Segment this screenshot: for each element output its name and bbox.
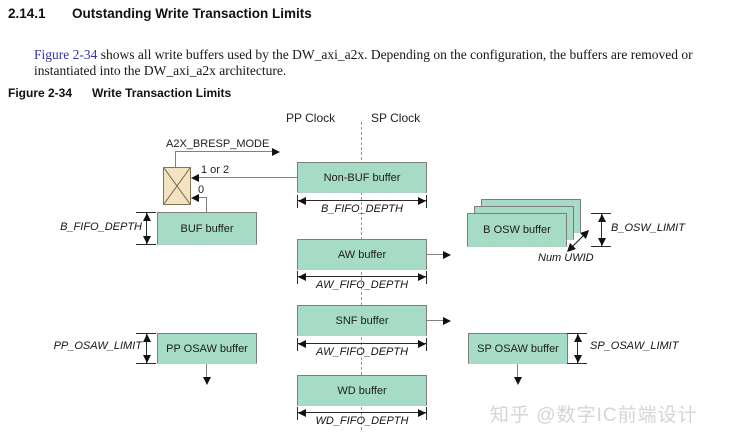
b-fifo-depth-label: B_FIFO_DEPTH — [321, 203, 403, 215]
sp-osaw-output-line — [517, 364, 518, 377]
sp-osaw-buffer-box: SP OSAW buffer — [468, 333, 568, 364]
section-number: 2.14.1 — [8, 6, 46, 21]
b-osw-limit-label: B_OSW_LIMIT — [611, 222, 685, 234]
num-uwid-diagonal-arrow-icon — [567, 230, 589, 252]
snf-output-line — [427, 320, 443, 321]
right-arrowhead-icon — [272, 148, 280, 156]
mux-x-icon — [164, 168, 190, 204]
body-text: shows all write buffers used by the DW_a… — [34, 46, 693, 79]
down-arrowhead-icon — [597, 238, 606, 246]
right-arrowhead-icon — [418, 408, 426, 417]
pp-osaw-limit-label: PP_OSAW_LIMIT — [53, 340, 142, 352]
left-arrowhead-icon — [191, 174, 199, 182]
mux-input0-line — [199, 197, 207, 198]
pp-osaw-limit-dimension — [136, 333, 156, 364]
pp-clock-label: PP Clock — [286, 111, 336, 125]
bresp-mux — [163, 167, 191, 205]
sp-osaw-buffer-label: SP OSAW buffer — [477, 342, 559, 355]
wd-fifo-depth-dimension: WD_FIFO_DEPTH — [297, 407, 427, 431]
left-arrowhead-icon — [298, 408, 306, 417]
down-arrowhead-icon — [514, 377, 522, 385]
non-buf-buffer-label: Non-BUF buffer — [323, 171, 401, 184]
figure-caption-number: Figure 2-34 — [8, 86, 73, 100]
mux-input0-drop-line — [206, 197, 207, 213]
figure-caption-title: Write Transaction Limits — [92, 86, 232, 100]
right-arrowhead-icon — [418, 339, 426, 348]
right-arrowhead-icon — [443, 251, 451, 259]
pp-osaw-output-line — [206, 364, 207, 377]
sp-clock-label: SP Clock — [371, 111, 421, 125]
left-arrowhead-icon — [298, 272, 306, 281]
aw-fifo-depth-dimension-1: AW_FIFO_DEPTH — [297, 271, 427, 295]
mux-input1-line — [199, 177, 297, 178]
down-arrowhead-icon — [142, 355, 151, 363]
mux-input0-label: 0 — [198, 184, 205, 196]
b-fifo-depth-v-label: B_FIFO_DEPTH — [60, 221, 142, 233]
right-arrowhead-icon — [418, 272, 426, 281]
down-arrowhead-icon — [203, 377, 211, 385]
zhihu-watermark: 知乎 @数字IC前端设计 — [490, 405, 698, 426]
section-title: Outstanding Write Transaction Limits — [72, 6, 312, 21]
right-arrowhead-icon — [443, 317, 451, 325]
right-arrowhead-icon — [418, 196, 426, 205]
pp-osaw-buffer-label: PP OSAW buffer — [166, 342, 248, 355]
mux-input1-label: 1 or 2 — [201, 164, 230, 176]
up-arrowhead-icon — [597, 214, 606, 222]
left-arrowhead-icon — [191, 194, 199, 202]
aw-fifo-depth-label-1: AW_FIFO_DEPTH — [315, 279, 409, 291]
up-arrowhead-icon — [573, 334, 582, 342]
aw-buffer-label: AW buffer — [337, 248, 387, 261]
left-arrowhead-icon — [298, 339, 306, 348]
buf-buffer-box: BUF buffer — [157, 212, 257, 245]
b-fifo-depth-dimension: B_FIFO_DEPTH — [297, 195, 427, 219]
non-buf-buffer-box: Non-BUF buffer — [297, 162, 427, 193]
aw-fifo-depth-label-2: AW_FIFO_DEPTH — [315, 346, 409, 358]
b-osw-limit-dimension — [591, 213, 611, 247]
aw-fifo-depth-dimension-2: AW_FIFO_DEPTH — [297, 338, 427, 362]
sp-osaw-limit-dimension — [567, 333, 587, 364]
aw-buffer-box: AW buffer — [297, 239, 427, 270]
aw-output-line — [427, 254, 443, 255]
left-arrowhead-icon — [298, 196, 306, 205]
buf-buffer-label: BUF buffer — [180, 222, 234, 235]
wd-buffer-box: WD buffer — [297, 375, 427, 406]
down-arrowhead-icon — [573, 355, 582, 363]
a2x-bresp-mode-label: A2X_BRESP_MODE — [166, 138, 270, 150]
b-osw-buffer-box: B OSW buffer — [467, 213, 567, 247]
figure-link[interactable]: Figure 2-34 — [34, 46, 98, 62]
up-arrowhead-icon — [142, 213, 151, 221]
wd-fifo-depth-label: WD_FIFO_DEPTH — [315, 415, 409, 427]
snf-buffer-box: SNF buffer — [297, 305, 427, 336]
b-osw-buffer-label: B OSW buffer — [483, 224, 551, 236]
b-fifo-depth-v-dimension — [136, 212, 156, 245]
a2x-bresp-mode-drop-line — [175, 152, 176, 167]
body-paragraph: Figure 2-34 shows all write buffers used… — [34, 47, 716, 80]
sp-osaw-limit-label: SP_OSAW_LIMIT — [590, 340, 679, 352]
pp-osaw-buffer-box: PP OSAW buffer — [157, 333, 257, 364]
down-arrowhead-icon — [142, 236, 151, 244]
a2x-bresp-mode-line — [175, 151, 272, 152]
num-uwid-label: Num UWID — [538, 252, 594, 264]
wd-buffer-label: WD buffer — [337, 384, 387, 397]
snf-buffer-label: SNF buffer — [335, 314, 389, 327]
up-arrowhead-icon — [142, 334, 151, 342]
